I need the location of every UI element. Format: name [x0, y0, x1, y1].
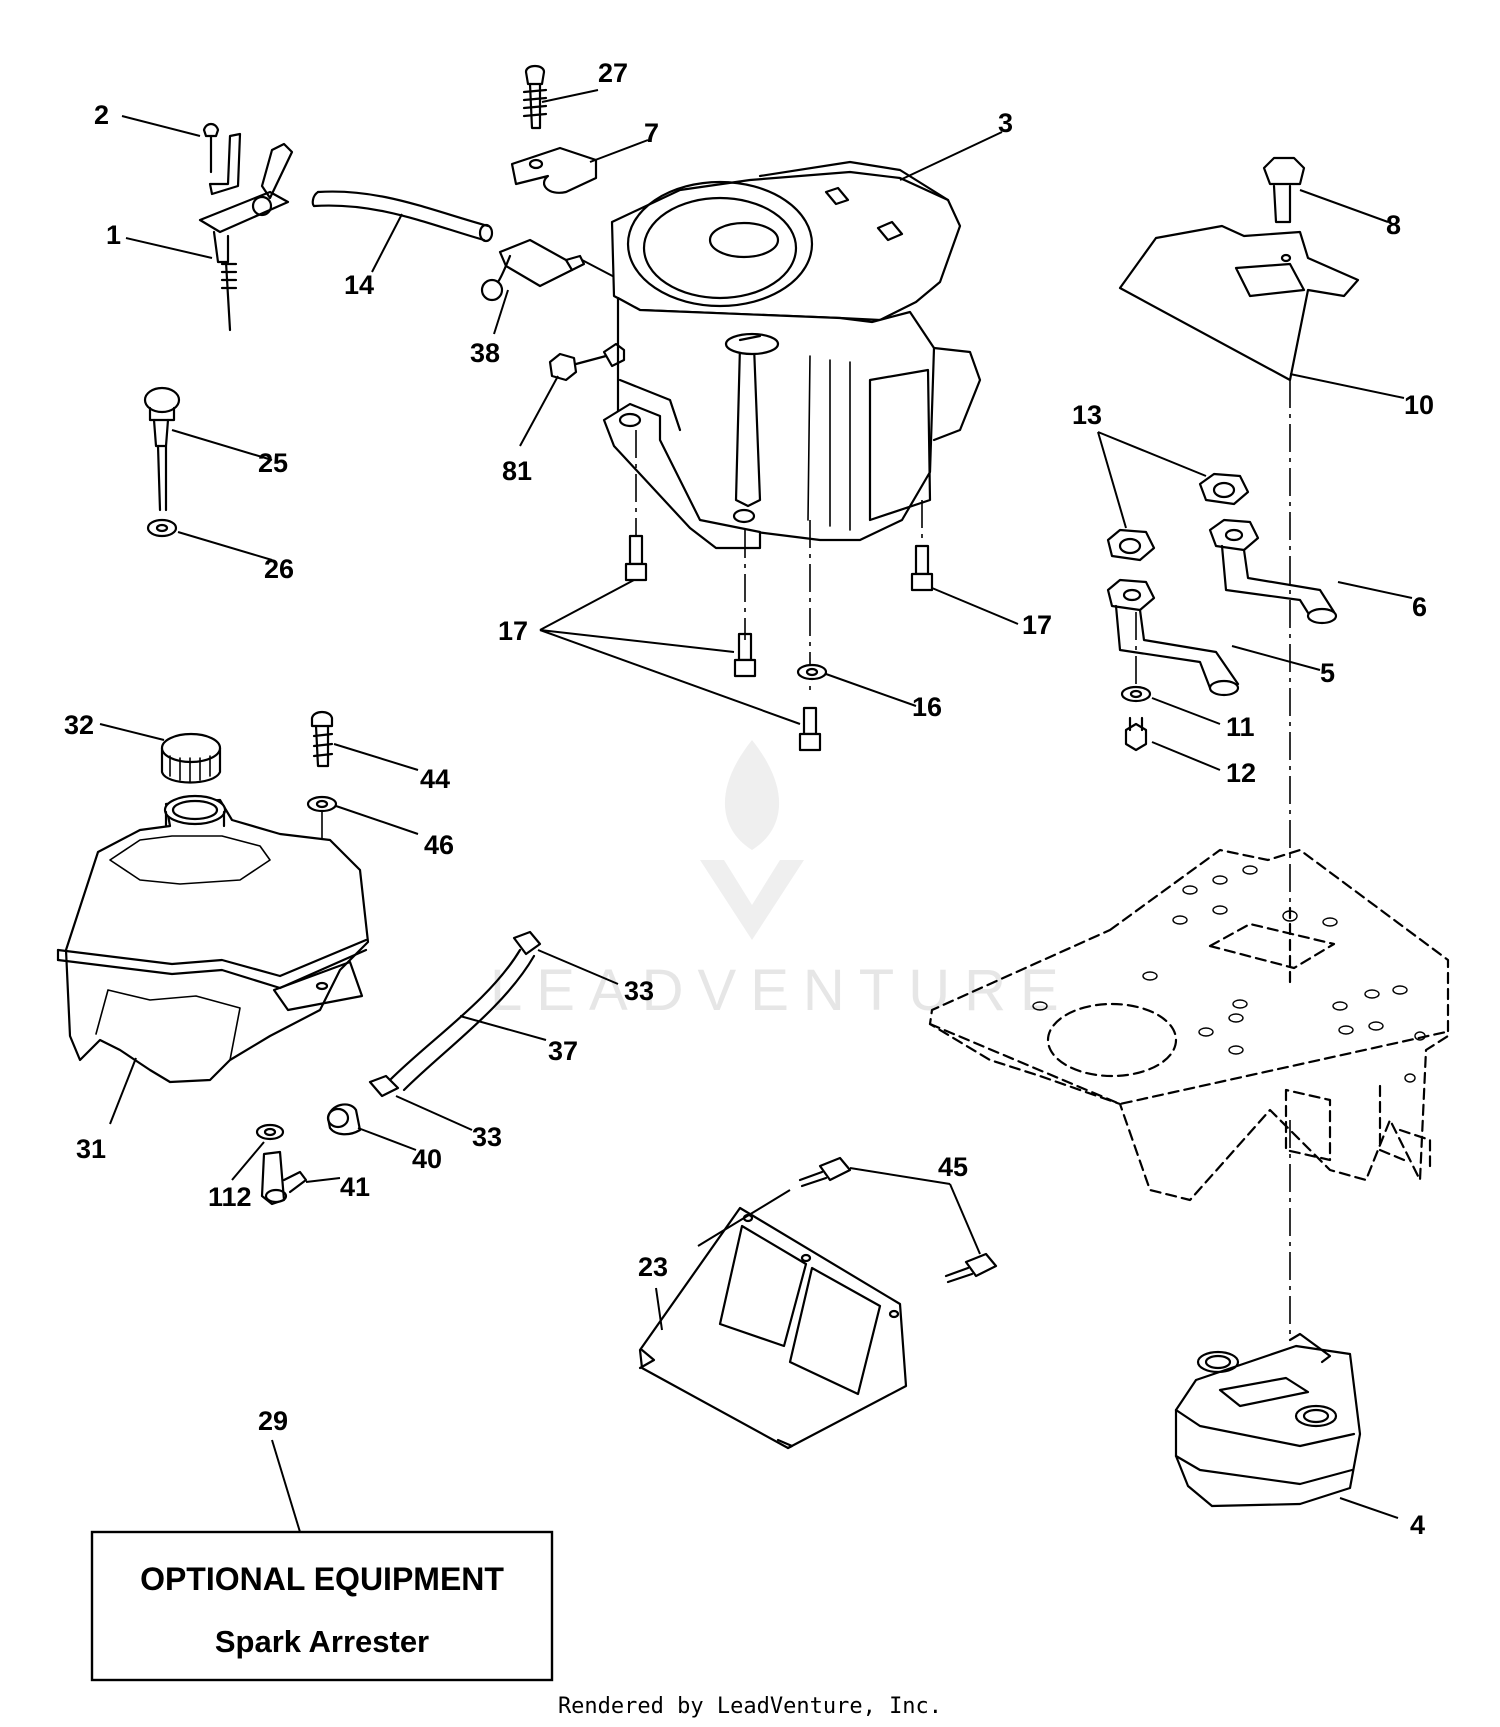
callout-32[interactable]: 32: [64, 710, 94, 740]
callout-81[interactable]: 81: [502, 456, 532, 486]
callout-5[interactable]: 5: [1320, 658, 1335, 688]
callout-37[interactable]: 37: [548, 1036, 578, 1066]
callout-45[interactable]: 45: [938, 1152, 968, 1182]
callout-44[interactable]: 44: [420, 764, 450, 794]
clamp-and-screw-part[interactable]: [510, 64, 649, 194]
fuel-fitting-part[interactable]: [480, 238, 625, 335]
fuel-tank-part[interactable]: [56, 710, 419, 1125]
watermark-logo: [700, 740, 804, 940]
callout-17b[interactable]: 17: [1022, 610, 1052, 640]
callout-33a[interactable]: 33: [624, 976, 654, 1006]
callout-17a[interactable]: 17: [498, 616, 528, 646]
callout-38[interactable]: 38: [470, 338, 500, 368]
dipstick-part[interactable]: [143, 386, 273, 561]
heat-shield-part[interactable]: [1118, 156, 1405, 399]
callout-31[interactable]: 31: [76, 1134, 106, 1164]
chassis-frame-outline: [928, 380, 1450, 1340]
callout-27[interactable]: 27: [598, 58, 628, 88]
callout-6[interactable]: 6: [1412, 592, 1427, 622]
muffler-part[interactable]: [1174, 1332, 1399, 1519]
optional-equipment-heading: OPTIONAL EQUIPMENT: [140, 1561, 504, 1597]
callout-46[interactable]: 46: [424, 830, 454, 860]
callout-40[interactable]: 40: [412, 1144, 442, 1174]
callout-13[interactable]: 13: [1072, 400, 1102, 430]
engine-part[interactable]: [602, 131, 1003, 550]
callout-labels: 1 2 3 4 5 6 7 8 10 11 12 13 14 16 17 17 …: [64, 58, 1434, 1540]
callout-33b[interactable]: 33: [472, 1122, 502, 1152]
callout-23[interactable]: 23: [638, 1252, 668, 1282]
callout-4[interactable]: 4: [1410, 1510, 1425, 1540]
nut-part[interactable]: [519, 342, 626, 447]
callout-29[interactable]: 29: [258, 1406, 288, 1436]
callout-3[interactable]: 3: [998, 108, 1013, 138]
engine-shield-plate-part[interactable]: [638, 1156, 998, 1450]
fuel-hose-part[interactable]: [311, 190, 494, 273]
exhaust-pipes-part[interactable]: [1097, 431, 1413, 697]
footer-credit: Rendered by LeadVenture, Inc.: [558, 1694, 942, 1719]
fuel-line-part[interactable]: [231, 930, 619, 1206]
throttle-control-part[interactable]: [121, 115, 294, 332]
callout-41[interactable]: 41: [340, 1172, 370, 1202]
callout-16[interactable]: 16: [912, 692, 942, 722]
callout-112[interactable]: 112: [208, 1182, 252, 1212]
callout-7[interactable]: 7: [644, 118, 659, 148]
callout-26[interactable]: 26: [264, 554, 294, 584]
callout-25[interactable]: 25: [258, 448, 288, 478]
callout-14[interactable]: 14: [344, 270, 374, 300]
callout-10[interactable]: 10: [1404, 390, 1434, 420]
callout-11[interactable]: 11: [1226, 712, 1255, 742]
optional-equipment-box: OPTIONAL EQUIPMENT Spark Arrester: [90, 1439, 554, 1682]
optional-equipment-item: Spark Arrester: [215, 1624, 429, 1659]
washer-and-bolt-part[interactable]: [1120, 612, 1221, 771]
callout-1[interactable]: 1: [106, 220, 121, 250]
callout-2[interactable]: 2: [94, 100, 109, 130]
engine-bolts-part[interactable]: [539, 430, 1019, 752]
callout-12[interactable]: 12: [1226, 758, 1256, 788]
callout-8[interactable]: 8: [1386, 210, 1401, 240]
